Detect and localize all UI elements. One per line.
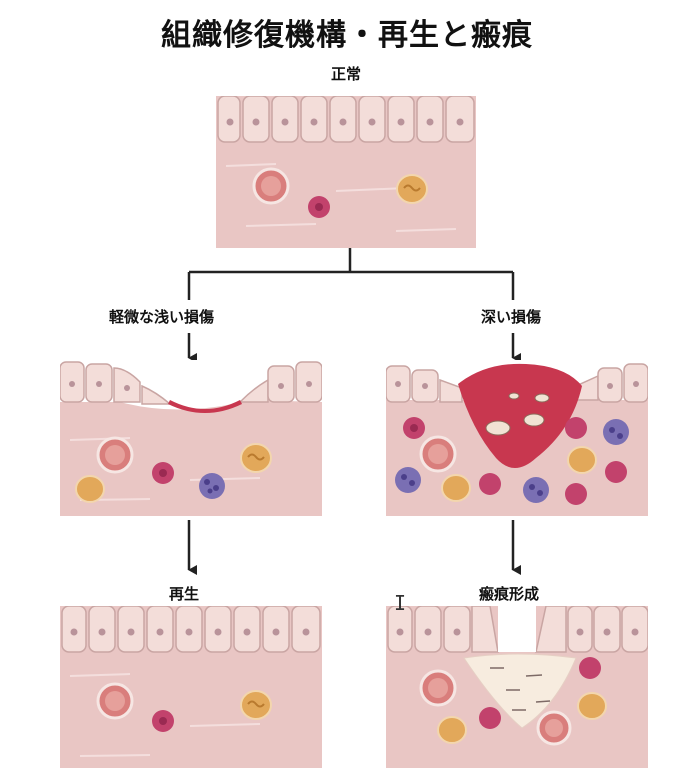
text-cursor-icon: I <box>394 591 407 615</box>
diagram-title: 組織修復機構・再生と瘢痕 <box>161 18 533 53</box>
label-regeneration: 再生 <box>169 585 200 603</box>
panel-regeneration <box>60 606 322 768</box>
label-mild-injury: 軽微な浅い損傷 <box>109 308 215 326</box>
panel-scar-formation <box>386 606 648 768</box>
label-scar-formation: 瘢痕形成 <box>479 585 540 603</box>
panel-mild-injury <box>60 360 322 516</box>
label-normal: 正常 <box>331 65 362 83</box>
label-deep-injury: 深い損傷 <box>481 308 542 326</box>
panel-deep-injury <box>386 360 648 516</box>
panel-normal <box>216 96 476 248</box>
